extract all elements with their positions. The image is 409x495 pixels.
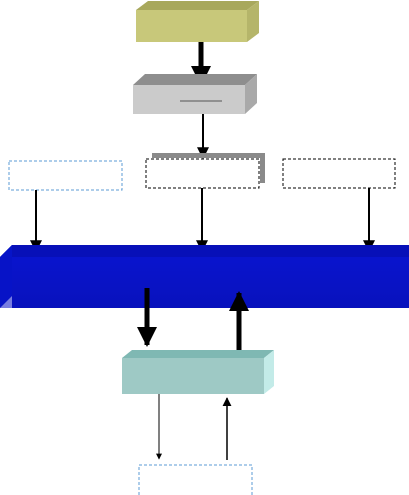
- center-dashed-box: [145, 153, 265, 189]
- center-dashed-box-rect: [145, 158, 260, 189]
- teal-box-side-face: [264, 350, 274, 394]
- center-dashed-box-shadow: [152, 153, 265, 183]
- bottom-dashed-box: [138, 464, 253, 495]
- teal-box-front-face: [122, 358, 264, 394]
- top-box: [136, 1, 259, 42]
- right-dashed-box-rect: [282, 158, 396, 189]
- main-bar-top-face: [0, 245, 409, 257]
- bottom-dashed-box-rect: [138, 464, 253, 495]
- teal-box: [122, 350, 274, 394]
- second-box: [133, 74, 257, 114]
- teal-box-top-face: [122, 350, 274, 358]
- top-box-top-face: [136, 1, 259, 10]
- second-box-top-face: [133, 74, 257, 85]
- left-dashed-box-rect: [8, 160, 123, 191]
- main-bar: [0, 245, 409, 308]
- second-box-side-face: [245, 74, 257, 114]
- second-box-front-face: [133, 85, 245, 114]
- right-dashed-box: [282, 158, 396, 189]
- left-dashed-box: [8, 160, 123, 191]
- top-box-side-face: [247, 1, 259, 42]
- top-box-front-face: [136, 10, 247, 42]
- main-bar-overlay: [0, 257, 409, 308]
